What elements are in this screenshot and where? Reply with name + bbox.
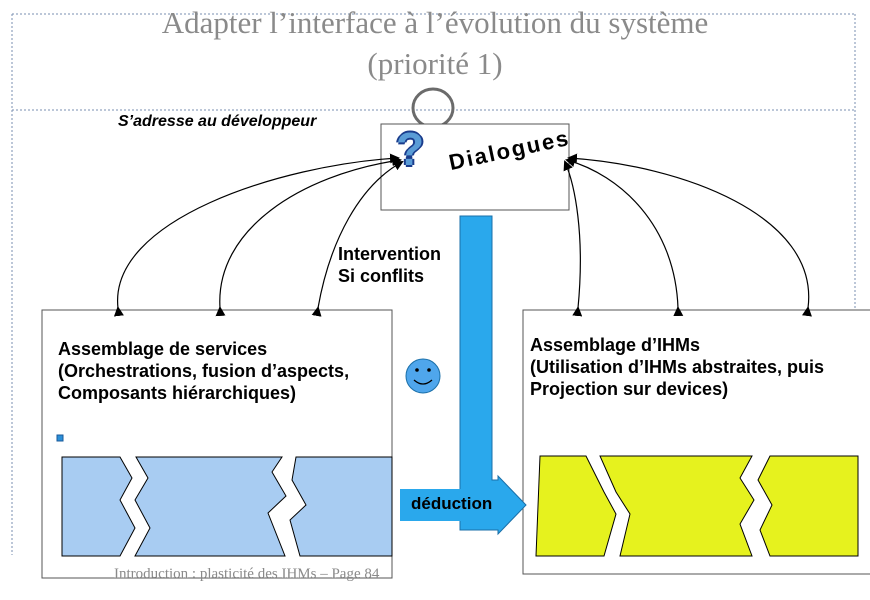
- services-line-1: Assemblage de services: [58, 338, 349, 360]
- audience-label: S’adresse au développeur: [118, 113, 316, 131]
- deduction-label: déduction: [411, 494, 492, 514]
- intervention-line-1: Intervention: [338, 243, 441, 265]
- arrow-right-3: [569, 158, 809, 308]
- intervention-line-2: Si conflits: [338, 265, 441, 287]
- ihm-line-1: Assemblage d’IHMs: [530, 334, 824, 356]
- ihm-description: Assemblage d’IHMs (Utilisation d’IHMs ab…: [530, 334, 824, 400]
- ihm-tile-3: [758, 456, 858, 556]
- service-tile-2: [135, 457, 286, 556]
- ihm-line-3: Projection sur devices): [530, 378, 824, 400]
- services-line-2: (Orchestrations, fusion d’aspects,: [58, 360, 349, 382]
- service-tiles: [62, 457, 392, 556]
- smiley-icon: [406, 359, 440, 393]
- services-line-3: Composants hiérarchiques): [58, 382, 349, 404]
- service-tile-3: [290, 457, 392, 556]
- deduction-arrow: [460, 216, 526, 534]
- arrow-right-2: [567, 160, 678, 308]
- title-line-2: (priorité 1): [0, 43, 870, 84]
- services-description: Assemblage de services (Orchestrations, …: [58, 338, 349, 404]
- question-mark-icon: ?: [396, 124, 424, 174]
- title-line-1: Adapter l’interface à l’évolution du sys…: [0, 2, 870, 43]
- bullet-marker: [57, 435, 63, 441]
- slide-title: Adapter l’interface à l’évolution du sys…: [0, 2, 870, 84]
- circle-ornament: [413, 89, 453, 127]
- intervention-label: Intervention Si conflits: [338, 243, 441, 287]
- ihm-tiles: [536, 456, 858, 556]
- footer-text: Introduction : plasticité des IHMs – Pag…: [114, 566, 379, 583]
- ihm-line-2: (Utilisation d’IHMs abstraites, puis: [530, 356, 824, 378]
